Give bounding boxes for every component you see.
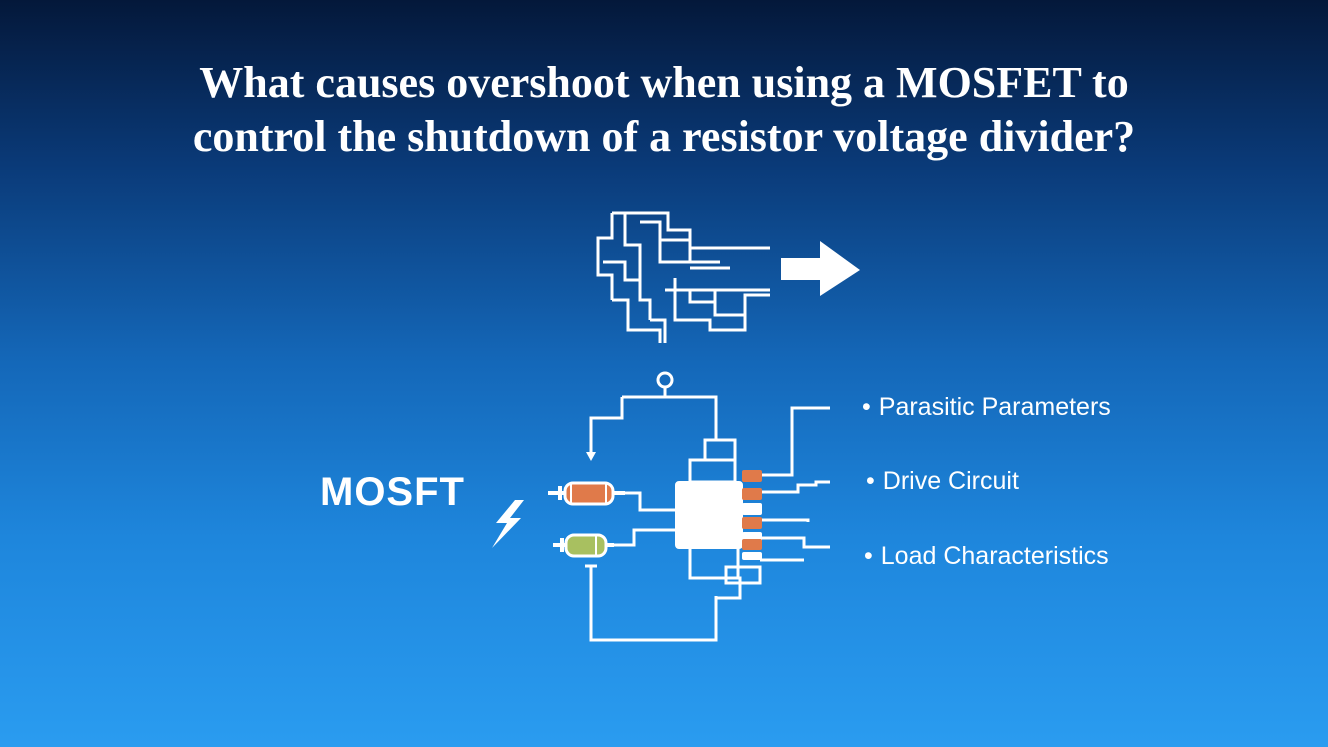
page-title: What causes overshoot when using a MOSFE… (0, 56, 1328, 164)
device-label: MOSFT (320, 470, 465, 514)
bullet-icon: • (864, 542, 873, 570)
circuit-trace-icon (596, 211, 770, 343)
resistor-icon (548, 481, 625, 506)
arrow-right-icon (781, 241, 860, 296)
callout-label: Drive Circuit (882, 467, 1019, 495)
title-line-2: control the shutdown of a resistor volta… (192, 112, 1136, 161)
lightning-icon (492, 500, 524, 548)
bullet-icon: • (866, 467, 875, 495)
callout-label: Load Characteristics (880, 542, 1109, 570)
callout-load-characteristics: •Load Characteristics (864, 542, 1109, 571)
callout-parasitic-parameters: •Parasitic Parameters (862, 393, 1111, 422)
callout-label: Parasitic Parameters (878, 393, 1111, 421)
title-line-1: What causes overshoot when using a MOSFE… (199, 58, 1129, 107)
bullet-icon: • (862, 393, 871, 421)
mosfet-pins (742, 470, 762, 560)
mosfet-body (675, 481, 743, 549)
resistor-bottom-icon (553, 533, 614, 558)
callout-drive-circuit: •Drive Circuit (866, 467, 1019, 496)
